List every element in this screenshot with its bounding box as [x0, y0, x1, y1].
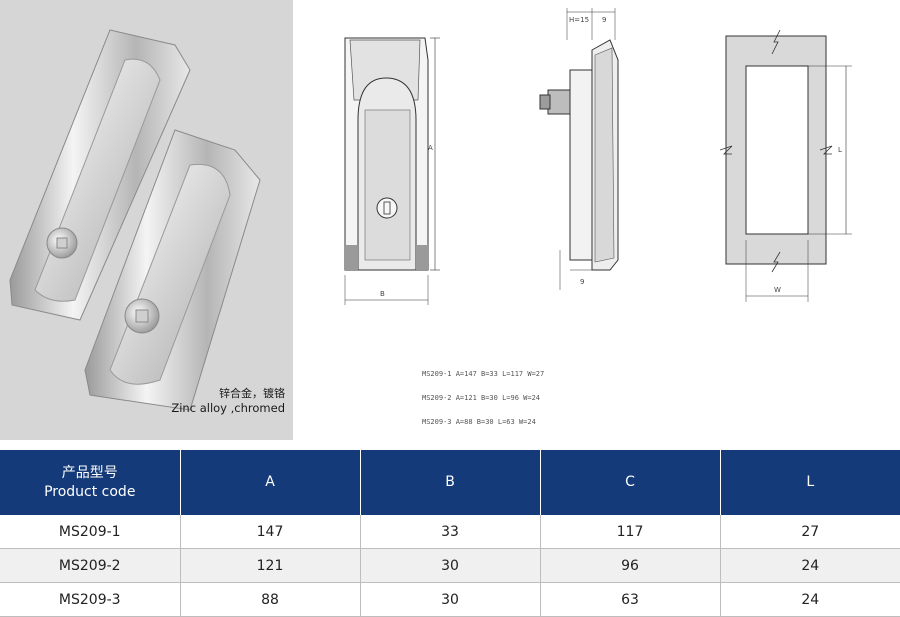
spec-line: MS209-2 A=121 B=30 L=96 W=24 [422, 394, 541, 402]
product-photo [9, 29, 261, 411]
material-caption-en: Zinc alloy ,chromed [171, 401, 285, 415]
handle-upper [9, 29, 191, 321]
cell-l: 24 [720, 582, 900, 617]
spec-line: MS209-3 A=88 B=30 L=63 W=24 [422, 418, 536, 426]
cell-code: MS209-1 [0, 515, 181, 549]
table-header-row: 产品型号 Product code A B C L [0, 450, 900, 515]
dim-b-label: B [380, 290, 385, 298]
dim-w-label: W [774, 286, 781, 294]
cell-code: MS209-2 [0, 548, 181, 583]
keyhole-icon [376, 197, 398, 219]
panel-cutout-drawing: L W [720, 29, 852, 302]
front-view-drawing: A B [344, 37, 440, 305]
spec-line: MS209-1 A=147 B=33 L=117 W=27 [422, 370, 545, 378]
header-product-code-cn: 产品型号 [61, 464, 118, 481]
side-view-drawing: H=15 9 9 [539, 8, 619, 290]
cell-code: MS209-3 [0, 582, 181, 617]
handle-lower [84, 129, 261, 411]
cell-c: 117 [540, 515, 721, 549]
table-row: MS209-3 88 30 63 24 [0, 582, 900, 617]
cell-l: 27 [720, 515, 900, 549]
header-product-code: 产品型号 Product code [0, 450, 181, 515]
cell-a: 147 [180, 515, 361, 549]
dim-9-top-label: 9 [602, 16, 606, 24]
header-c: C [540, 450, 721, 515]
cell-a: 121 [180, 548, 361, 583]
dim-h-label: H=15 [569, 16, 589, 24]
table-row: MS209-1 147 33 117 27 [0, 515, 900, 549]
cell-a: 88 [180, 582, 361, 617]
header-product-code-en: Product code [44, 483, 136, 500]
cell-b: 33 [360, 515, 541, 549]
dim-a-label: A [428, 144, 433, 152]
header-a: A [180, 450, 361, 515]
cell-b: 30 [360, 582, 541, 617]
product-photo-panel: 锌合金，镀铬 Zinc alloy ,chromed [0, 0, 293, 440]
cell-c: 63 [540, 582, 721, 617]
dim-l-label: L [838, 146, 842, 154]
material-caption: 锌合金，镀铬 Zinc alloy ,chromed [171, 386, 285, 416]
material-caption-cn: 锌合金，镀铬 [219, 387, 285, 400]
cell-b: 30 [360, 548, 541, 583]
header-b: B [360, 450, 541, 515]
cell-c: 96 [540, 548, 721, 583]
table-row: MS209-2 121 30 96 24 [0, 548, 900, 583]
header-l: L [720, 450, 900, 515]
spec-lines: MS209-1 A=147 B=33 L=117 W=27 MS209-2 A=… [422, 368, 544, 440]
spec-table: 产品型号 Product code A B C L MS209-1 147 33… [0, 450, 900, 617]
dim-9-bottom-label: 9 [580, 278, 584, 286]
cell-l: 24 [720, 548, 900, 583]
